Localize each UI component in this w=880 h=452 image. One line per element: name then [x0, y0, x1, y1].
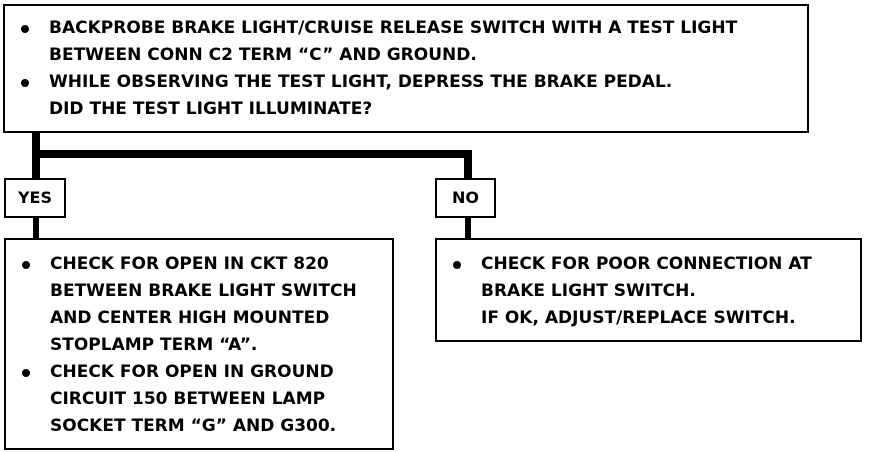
question-line: BETWEEN CONN C2 TERM “C” AND GROUND. — [49, 45, 477, 65]
no-label: NO — [435, 178, 496, 218]
yes-bullet: CHECK FOR OPEN IN GROUND CIRCUIT 150 BETW… — [16, 359, 382, 440]
yes-line: SOCKET TERM “G” AND G300. — [50, 416, 337, 436]
question-line: BACKPROBE BRAKE LIGHT/CRUISE RELEASE SWI… — [49, 18, 738, 38]
no-bullet: CHECK FOR POOR CONNECTION AT BRAKE LIGHT … — [447, 251, 850, 332]
question-line: DID THE TEST LIGHT ILLUMINATE? — [49, 99, 373, 119]
bullet-dot-icon — [22, 261, 30, 269]
no-line: BRAKE LIGHT SWITCH. — [481, 281, 696, 301]
bullet-dot-icon — [453, 261, 461, 269]
connector-drop-no — [464, 150, 472, 178]
question-bullets: BACKPROBE BRAKE LIGHT/CRUISE RELEASE SWI… — [15, 15, 797, 123]
no-result-box: CHECK FOR POOR CONNECTION AT BRAKE LIGHT … — [435, 238, 862, 342]
connector-yes-to-box — [33, 216, 39, 240]
question-bullet: WHILE OBSERVING THE TEST LIGHT, DEPRESS … — [15, 69, 797, 123]
yes-line: BETWEEN BRAKE LIGHT SWITCH — [50, 281, 357, 301]
question-bullet: BACKPROBE BRAKE LIGHT/CRUISE RELEASE SWI… — [15, 15, 797, 69]
yes-line: STOPLAMP TERM “A”. — [50, 335, 258, 355]
yes-label: YES — [4, 178, 66, 218]
no-line: IF OK, ADJUST/REPLACE SWITCH. — [481, 308, 796, 328]
bullet-dot-icon — [22, 369, 30, 377]
no-bullets: CHECK FOR POOR CONNECTION AT BRAKE LIGHT … — [447, 251, 850, 332]
question-line: WHILE OBSERVING THE TEST LIGHT, DEPRESS … — [49, 72, 673, 92]
yes-line: CHECK FOR OPEN IN CKT 820 — [50, 254, 329, 274]
bullet-dot-icon — [21, 79, 29, 87]
connector-horizontal-bar — [32, 150, 472, 158]
yes-line: CIRCUIT 150 BETWEEN LAMP — [50, 389, 326, 409]
yes-line: AND CENTER HIGH MOUNTED — [50, 308, 330, 328]
connector-no-to-box — [465, 216, 471, 240]
no-line: CHECK FOR POOR CONNECTION AT — [481, 254, 812, 274]
question-box: BACKPROBE BRAKE LIGHT/CRUISE RELEASE SWI… — [3, 4, 809, 133]
bullet-dot-icon — [21, 25, 29, 33]
yes-line: CHECK FOR OPEN IN GROUND — [50, 362, 334, 382]
